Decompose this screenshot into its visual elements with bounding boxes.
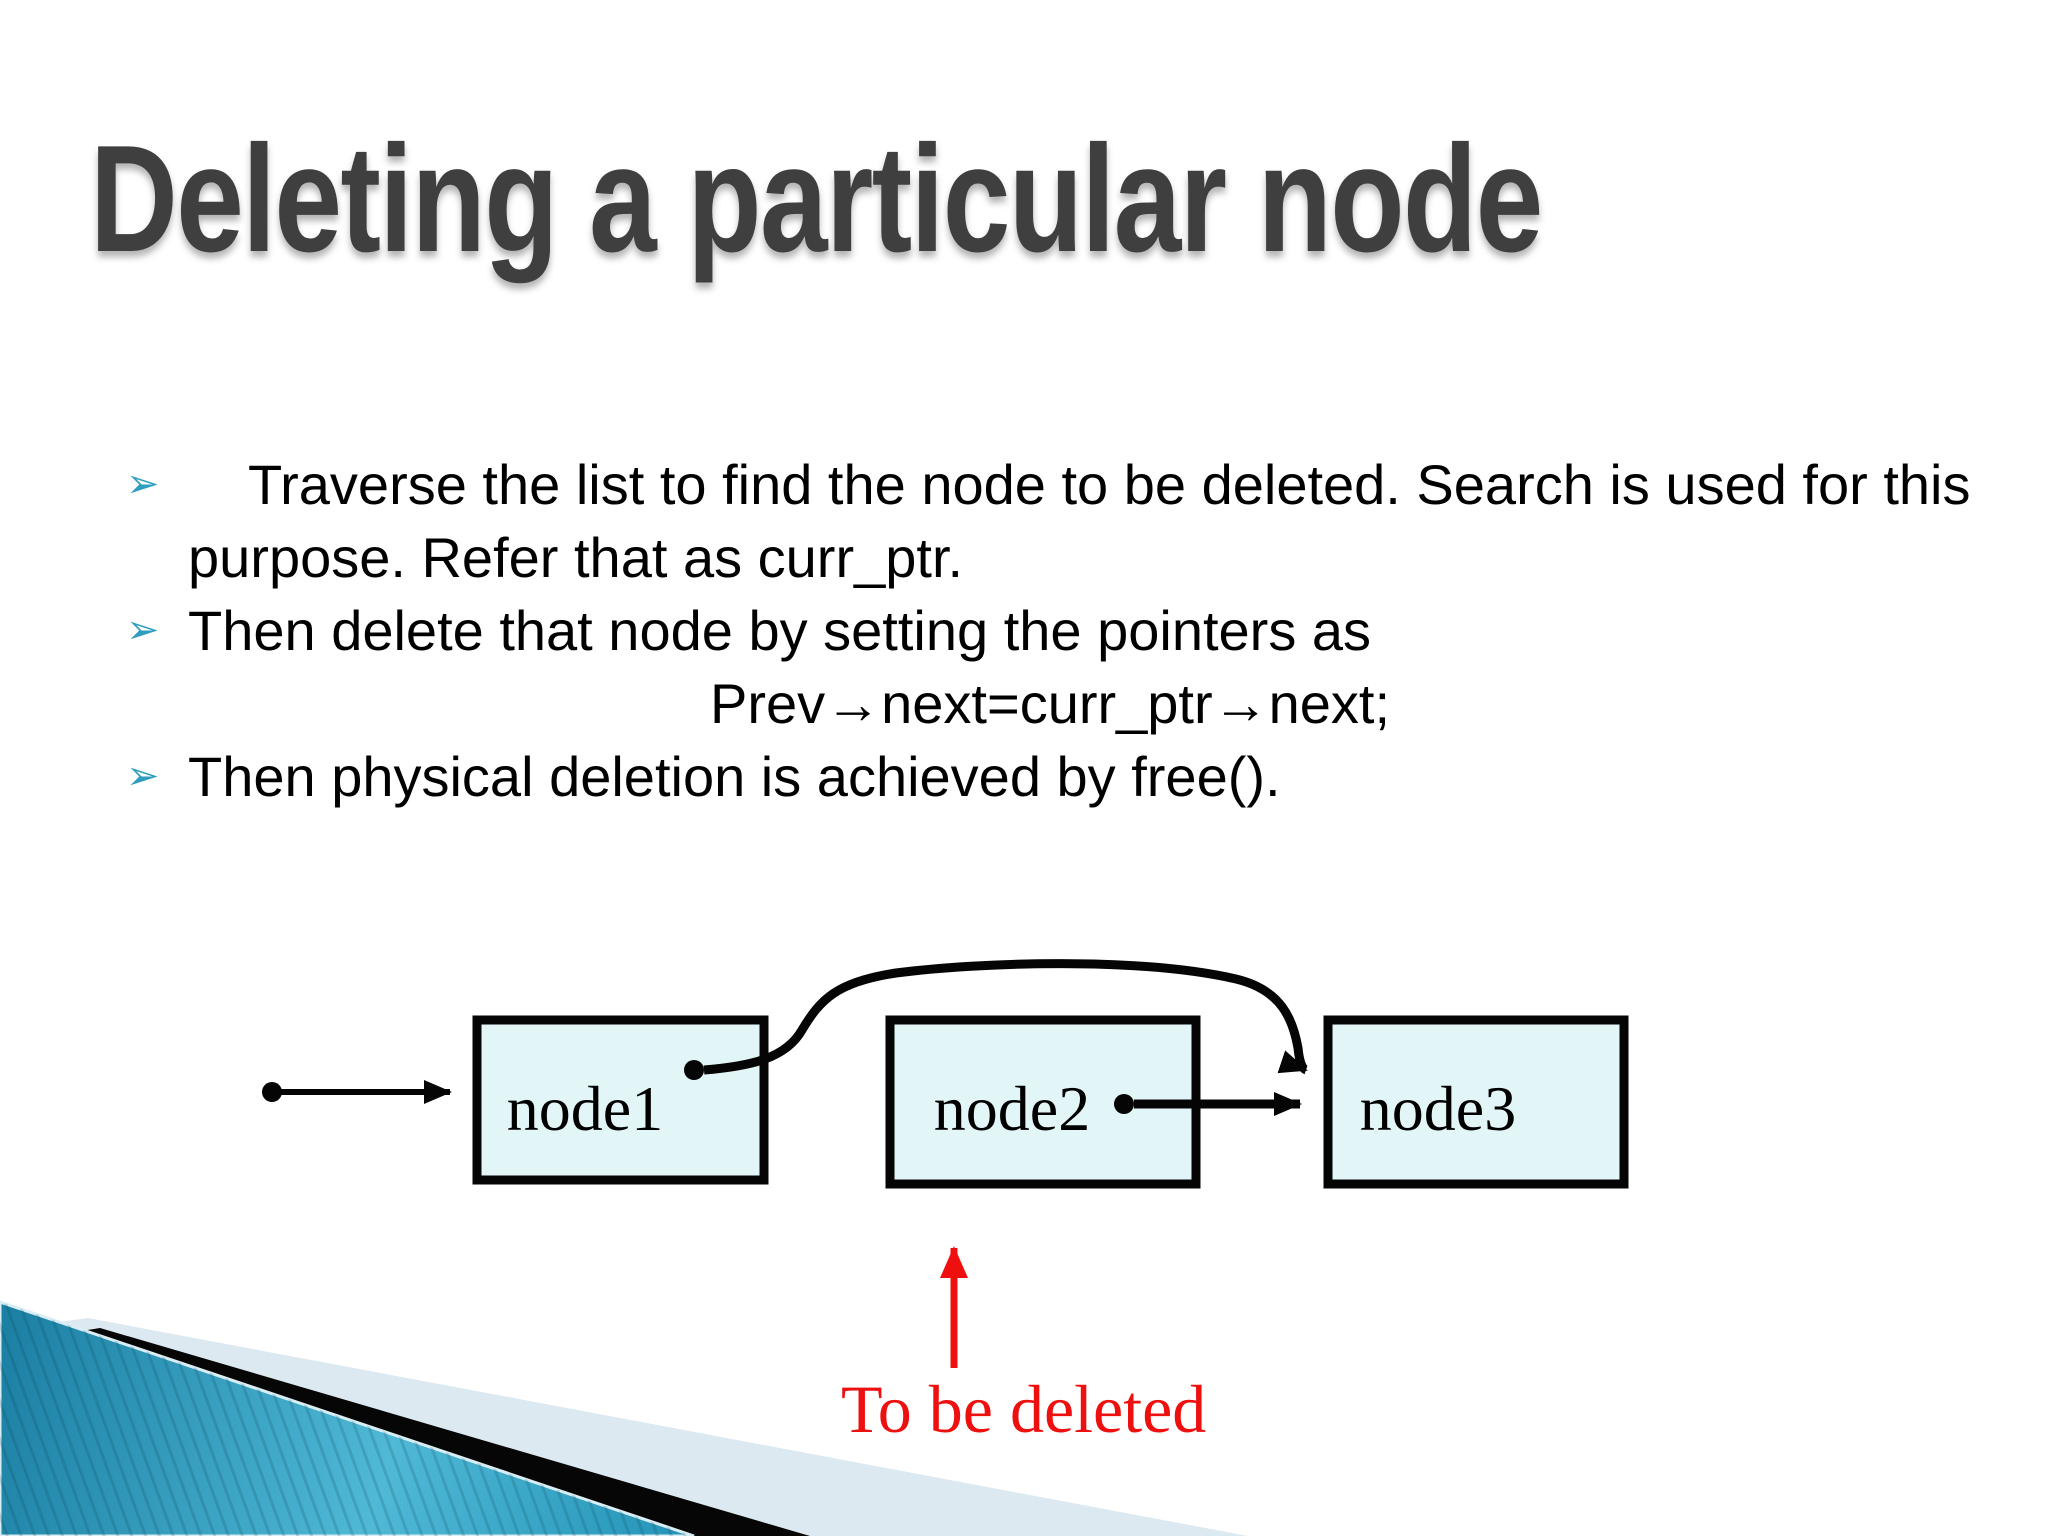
bullet-item: ➢ Then delete that node by setting the p… [118,594,1988,667]
bullet-text: Then physical deletion is achieved by fr… [188,745,1281,808]
head-pointer-dot [262,1082,282,1102]
arrow-bullet-icon: ➢ [126,461,160,507]
bypass-arrow [703,959,1309,1075]
node1-next-dot [684,1060,704,1080]
node2-box [885,1015,1201,1189]
bullet-list: ➢ Traverse the list to find the node to … [118,448,1988,813]
decoration-teal-texture [0,1302,694,1536]
node2-label: node2 [934,1073,1090,1144]
node2-next-dot [1114,1094,1134,1114]
bullet-text: Then delete that node by setting the poi… [188,599,1372,662]
pointer-assignment-line: Prev→next=curr_ptr→next; [710,672,1391,735]
arrow-bullet-icon: ➢ [126,607,160,653]
slide-title: Deleting a particular node [90,114,1543,284]
bullet-item: ➢ Traverse the list to find the node to … [118,448,1988,594]
arrow-bullet-icon: ➢ [126,753,160,799]
node3-box [1323,1015,1629,1189]
bullet-item: ➢ Then physical deletion is achieved by … [118,740,1988,813]
node3-label: node3 [1360,1073,1516,1144]
to-be-deleted-label: To be deleted [841,1371,1206,1447]
node1-box [472,1015,769,1185]
node1-label: node1 [507,1073,663,1144]
bullet-text: Traverse the list to find the node to be… [188,453,1971,589]
